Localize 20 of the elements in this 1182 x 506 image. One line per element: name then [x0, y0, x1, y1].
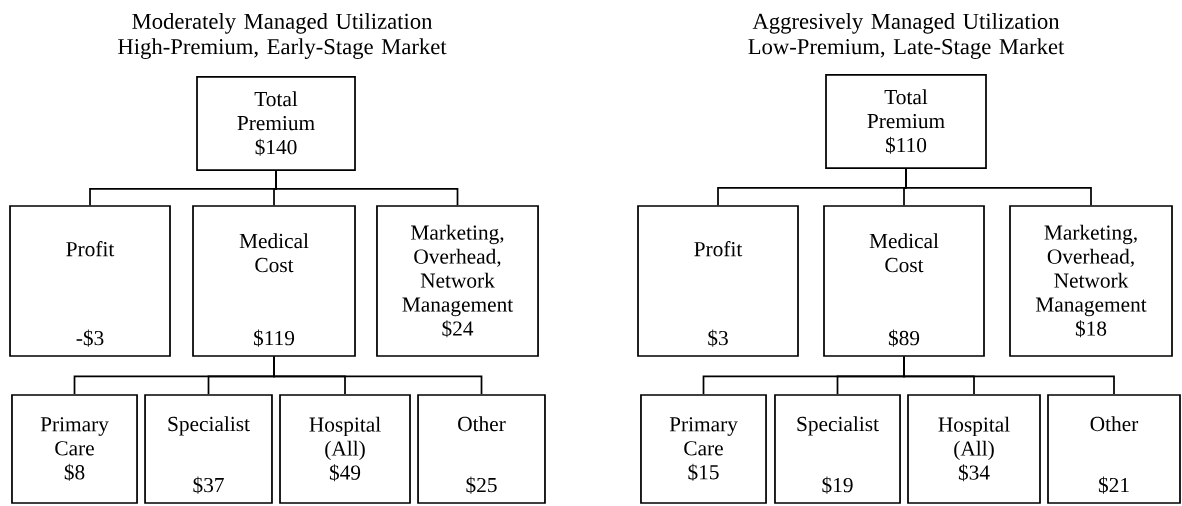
box: Other $25 [417, 394, 546, 504]
box: Profit -$3 [9, 205, 171, 357]
box: Marketing, Overhead, Network Management $24 [376, 205, 539, 357]
box: Profit $3 [637, 205, 799, 357]
box: Total Premium $110 [825, 74, 987, 169]
box: Marketing, Overhead, Network Management $18 [1009, 205, 1173, 357]
box: Hospital (All) $49 [279, 394, 411, 504]
box: Hospital (All) $34 [907, 394, 1041, 504]
box: Other $21 [1047, 394, 1181, 504]
box: Primary Care $8 [11, 394, 138, 504]
box: Specialist $19 [774, 394, 901, 504]
box: Specialist $37 [144, 394, 273, 504]
connector [275, 170, 459, 206]
box: Medical Cost $89 [823, 205, 985, 357]
connector [273, 356, 483, 395]
connector [905, 168, 1092, 206]
connector [903, 356, 1115, 395]
box: Primary Care $15 [640, 394, 767, 504]
box: Medical Cost $119 [192, 205, 356, 357]
box: Total Premium $140 [196, 76, 356, 171]
